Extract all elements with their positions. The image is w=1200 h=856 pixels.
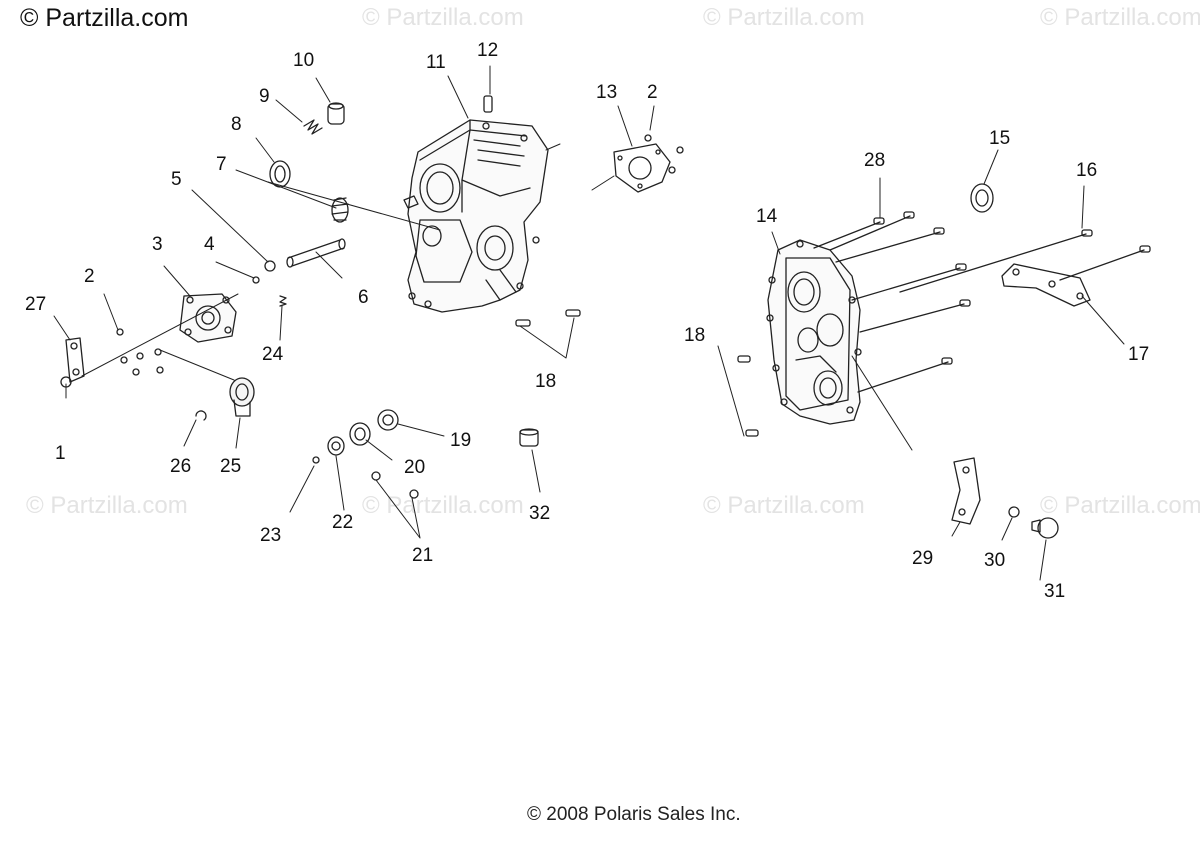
leader-lines xyxy=(53,65,1125,581)
gear xyxy=(331,197,349,223)
brand-label: © Partzilla.com xyxy=(20,4,189,32)
callout: 5 xyxy=(171,169,182,190)
callout: 15 xyxy=(989,128,1010,149)
callout: 27 xyxy=(25,294,46,315)
gasket xyxy=(613,134,684,193)
callout: 8 xyxy=(231,114,242,135)
callout: 16 xyxy=(1076,160,1097,181)
bushing xyxy=(327,102,345,125)
mounting-bracket xyxy=(1001,263,1091,307)
copyright-footer: © 2008 Polaris Sales Inc. xyxy=(527,804,741,825)
callout: 26 xyxy=(170,456,191,477)
callout-labels: 1 2 3 4 5 6 7 8 9 10 11 12 13 2 27 24 18… xyxy=(25,40,1149,602)
link-bracket xyxy=(65,337,85,383)
callout: 2 xyxy=(84,266,95,287)
sensor xyxy=(229,377,255,417)
callout: 6 xyxy=(358,287,369,308)
cover-plate xyxy=(179,293,237,343)
watermark: © Partzilla.com xyxy=(703,492,865,519)
callout: 9 xyxy=(259,86,270,107)
plug xyxy=(519,428,539,447)
gearcase-housing xyxy=(403,119,549,313)
callout: 25 xyxy=(220,456,241,477)
callout: 18 xyxy=(535,371,556,392)
callout: 2 xyxy=(647,82,658,103)
watermark: © Partzilla.com xyxy=(362,4,524,31)
callout: 1 xyxy=(55,443,66,464)
callout: 32 xyxy=(529,503,550,524)
bearing-seal xyxy=(970,183,994,213)
side-cover xyxy=(766,239,862,425)
callout: 31 xyxy=(1044,581,1065,602)
watermark: © Partzilla.com xyxy=(1040,4,1200,31)
callout: 10 xyxy=(293,50,314,71)
watermark: © Partzilla.com xyxy=(26,492,188,519)
callout: 23 xyxy=(260,525,281,546)
clip xyxy=(195,410,207,421)
support-bracket xyxy=(951,457,981,525)
callout: 20 xyxy=(404,457,425,478)
callout: 30 xyxy=(984,550,1005,571)
callout: 24 xyxy=(262,344,284,365)
callout: 11 xyxy=(426,52,446,73)
callout: 13 xyxy=(596,82,617,103)
knob xyxy=(1031,517,1059,539)
shaft xyxy=(286,238,346,268)
callout: 19 xyxy=(450,430,471,451)
callout: 4 xyxy=(204,234,215,255)
callout: 7 xyxy=(216,154,227,175)
watermark: © Partzilla.com xyxy=(1040,492,1200,519)
callout: 12 xyxy=(477,40,498,61)
callout: 21 xyxy=(412,545,433,566)
callout: 29 xyxy=(912,548,933,569)
bearing-22 xyxy=(327,436,345,456)
callout: 28 xyxy=(864,150,885,171)
watermark: © Partzilla.com xyxy=(703,4,865,31)
callout: 14 xyxy=(756,206,778,227)
fasteners xyxy=(60,211,1151,518)
callout: 3 xyxy=(152,234,163,255)
spring xyxy=(303,119,323,135)
callout: 22 xyxy=(332,512,353,533)
callout: 17 xyxy=(1128,344,1149,365)
gear-19 xyxy=(377,409,399,431)
bearing-20 xyxy=(349,422,371,446)
callout: 18 xyxy=(684,325,705,346)
pin xyxy=(483,95,493,113)
